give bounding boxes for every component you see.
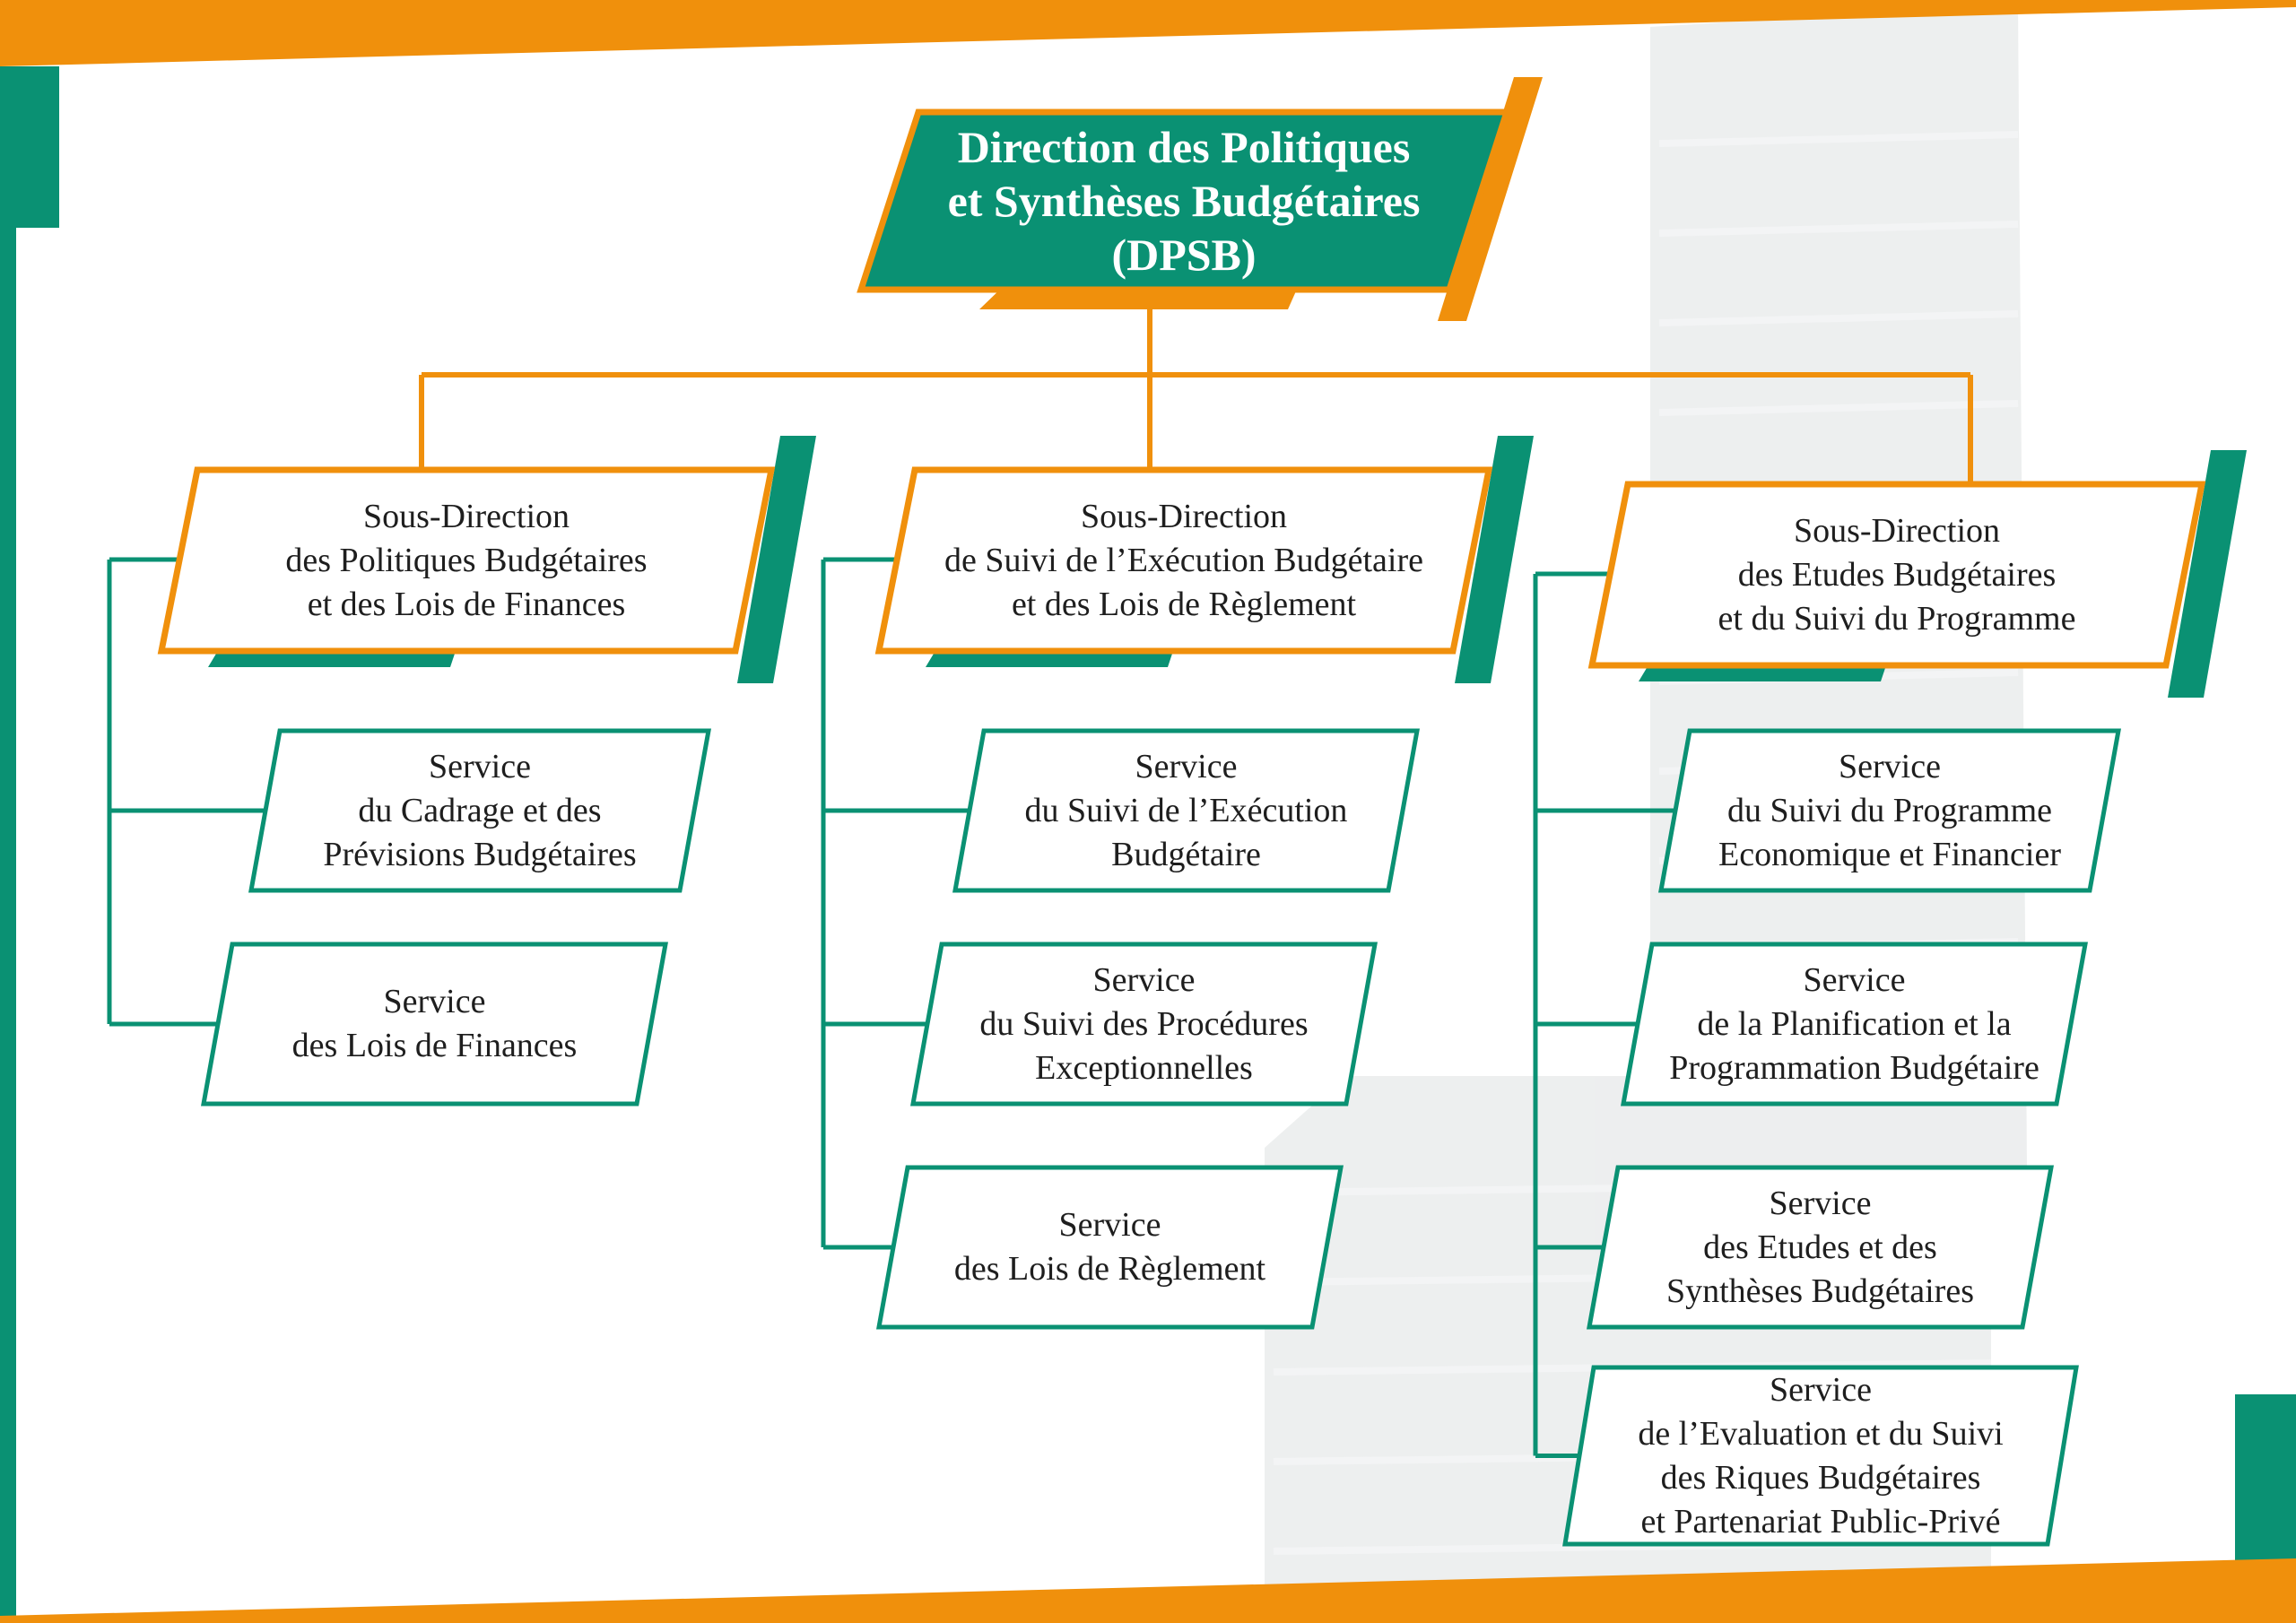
- subdirection-line: et du Suivi du Programme: [1718, 599, 2076, 638]
- service-line: Service: [1839, 747, 1941, 785]
- service-box-shape: [201, 942, 668, 1107]
- top-orange-band: [0, 0, 2296, 66]
- subdirection-box-label: Sous-Direction des Politiques Budgétaires…: [179, 470, 753, 651]
- service-line: Budgétaire: [1111, 835, 1261, 873]
- service-line: des Lois de Règlement: [953, 1250, 1266, 1288]
- subdirection-line: Sous-Direction: [1793, 511, 2001, 550]
- service-line: des Etudes et des: [1703, 1228, 1937, 1266]
- subdirection-line: de Suivi de l’Exécution Budgétaire: [944, 541, 1423, 579]
- subdirection-line: Sous-Direction: [1080, 497, 1288, 535]
- service-box-label: Service des Lois de Règlement: [895, 1167, 1325, 1327]
- subdirection-accent-bar: [737, 436, 816, 683]
- top-box-line: Direction des Politiques: [957, 122, 1411, 172]
- top-box-shape: [857, 108, 1511, 293]
- subdirection-line: des Etudes Budgétaires: [1737, 555, 2057, 594]
- subdirection-line: et des Lois de Règlement: [1011, 585, 1357, 623]
- subdirection-line: Sous-Direction: [362, 497, 570, 535]
- service-box-shape: [1562, 1365, 2079, 1547]
- service-line: du Cadrage et des: [358, 791, 602, 829]
- service-box-shape: [248, 728, 711, 893]
- subdirection-accent-bar: [1455, 436, 1534, 683]
- service-box-shape: [910, 942, 1378, 1107]
- service-line: du Suivi des Procédures: [979, 1004, 1309, 1043]
- left-green-strip: [0, 66, 16, 1623]
- subdirection-line: et des Lois de Finances: [307, 585, 626, 623]
- subdirection-box-shape: [1587, 481, 2206, 669]
- service-line: Service: [1135, 747, 1238, 785]
- service-line: Programmation Budgétaire: [1669, 1048, 2039, 1087]
- service-line: des Lois de Finances: [291, 1027, 578, 1064]
- service-box-label: Service des Lois de Finances: [220, 944, 649, 1104]
- service-box-shape: [952, 728, 1420, 893]
- subdirection-box-shape: [874, 466, 1493, 655]
- service-line: Service: [1058, 1206, 1161, 1244]
- service-line: Prévisions Budgétaires: [323, 835, 637, 873]
- service-line: du Suivi de l’Exécution: [1024, 791, 1348, 829]
- service-line: Service: [1092, 960, 1196, 999]
- service-line: de l’Evaluation et du Suivi: [1638, 1414, 2004, 1453]
- service-line: Service: [1769, 1184, 1872, 1222]
- service-line: Service: [429, 747, 531, 785]
- service-box-label: Service de la Planification et la Programm…: [1639, 944, 2069, 1104]
- service-box-label: Service de l’Evaluation et du Suivi des Ri…: [1581, 1367, 2060, 1544]
- service-line: de la Planification et la: [1697, 1004, 2012, 1043]
- service-box-shape: [1658, 728, 2121, 893]
- service-line: Exceptionnelles: [1035, 1048, 1253, 1087]
- subdirection-box-label: Sous-Direction des Etudes Budgétaires et d…: [1610, 484, 2184, 665]
- service-line: du Suivi du Programme: [1726, 791, 2053, 829]
- service-line: des Riques Budgétaires: [1660, 1458, 1981, 1497]
- top-box-accent-bar: [1438, 77, 1543, 321]
- subdirection-line: des Politiques Budgétaires: [285, 541, 648, 579]
- right-green-block: [2235, 1394, 2296, 1565]
- top-box-line: et Synthèses Budgétaires: [947, 176, 1421, 226]
- service-line: Service: [1803, 960, 1906, 999]
- service-line: Service: [383, 983, 486, 1020]
- subdirection-box-shape: [157, 466, 776, 655]
- service-box-shape: [876, 1165, 1344, 1330]
- service-line: Economique et Financier: [1718, 835, 2061, 873]
- subdirection-box-label: Sous-Direction de Suivi de l’Exécution Bu…: [897, 470, 1471, 651]
- bottom-orange-band: [0, 1558, 2296, 1623]
- service-box-shape: [1587, 1165, 2054, 1330]
- service-line: Service: [1770, 1370, 1872, 1409]
- service-line: Synthèses Budgétaires: [1665, 1271, 1974, 1310]
- service-line: et Partenariat Public-Privé: [1640, 1502, 2001, 1541]
- subdirection-accent-bar: [2168, 450, 2247, 698]
- top-box-line: (DPSB): [1111, 230, 1257, 280]
- service-box-shape: [1621, 942, 2088, 1107]
